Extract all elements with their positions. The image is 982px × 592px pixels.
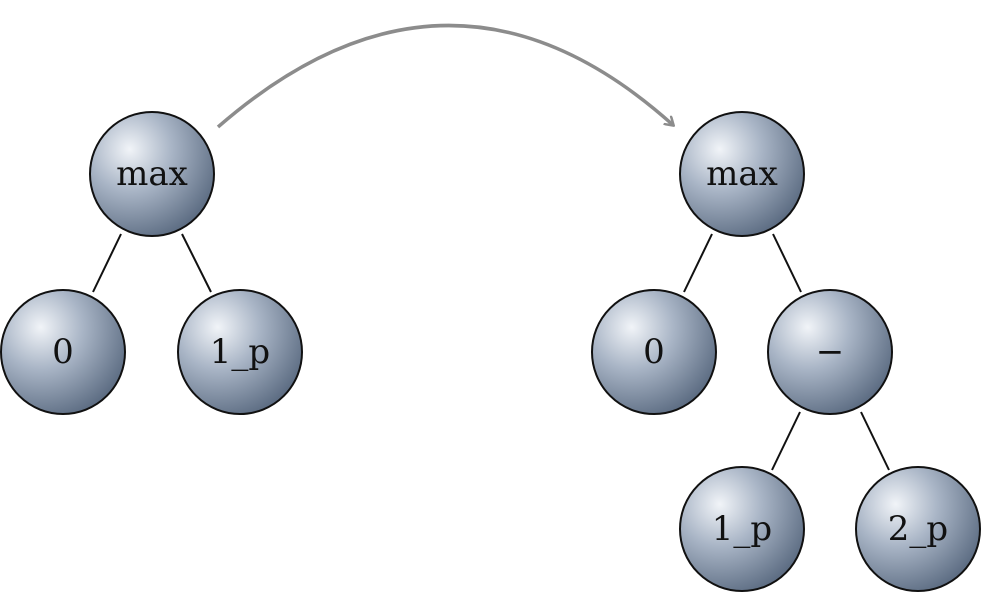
left-edge-max-to-1p — [181, 233, 212, 293]
left-child-node: 0 — [0, 289, 126, 415]
right-edge-max-to-minus — [772, 233, 802, 293]
right-child-label: 1_p — [210, 332, 270, 372]
minus-left-child-label: 1_p — [712, 509, 772, 549]
left-root-node: max — [89, 111, 215, 237]
minus-node: − — [767, 289, 893, 415]
right-root-label: max — [706, 154, 778, 194]
transform-arrow — [216, 23, 673, 129]
left-child-label: 0 — [52, 332, 74, 372]
right-child-node: 1_p — [177, 289, 303, 415]
right-left-child-node: 0 — [591, 289, 717, 415]
minus-label: − — [816, 332, 845, 372]
right-root-node: max — [679, 111, 805, 237]
left-edge-max-to-0 — [92, 233, 122, 293]
right-edge-minus-to-2p — [860, 411, 890, 471]
right-left-child-label: 0 — [643, 332, 665, 372]
minus-right-child-node: 2_p — [855, 466, 981, 592]
right-edge-minus-to-1p — [771, 411, 801, 471]
left-root-label: max — [116, 154, 188, 194]
minus-right-child-label: 2_p — [888, 509, 948, 549]
right-edge-max-to-0 — [683, 233, 713, 293]
minus-left-child-node: 1_p — [679, 466, 805, 592]
